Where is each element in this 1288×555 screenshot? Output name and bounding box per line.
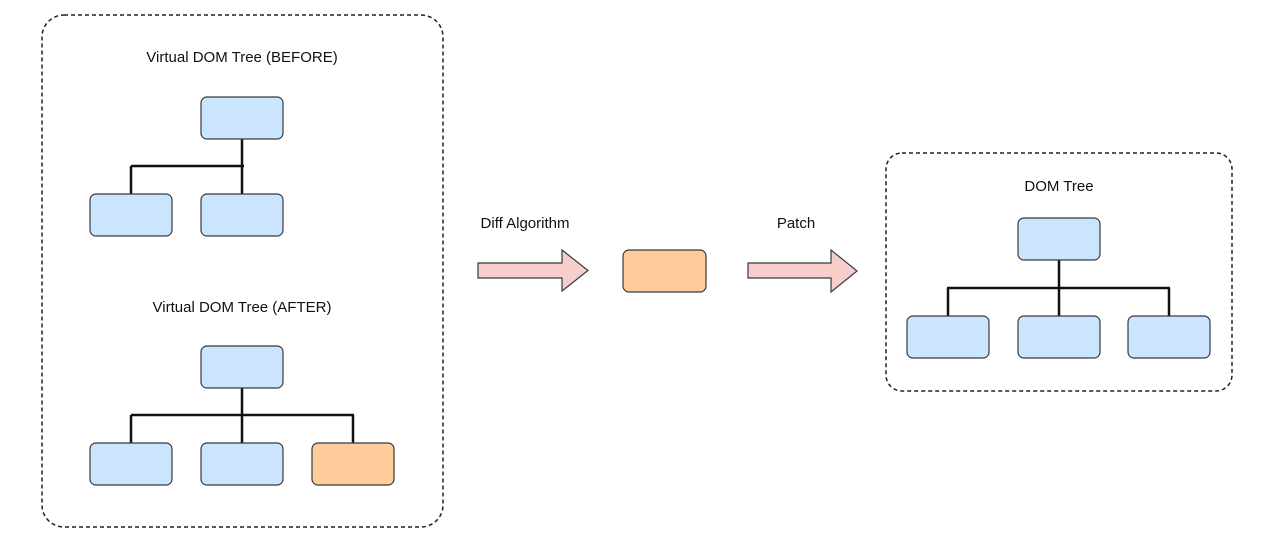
- diff-step: Diff Algorithm: [477, 215, 589, 293]
- before-root-node: [200, 96, 284, 140]
- before-child-node: [89, 193, 173, 237]
- after-child-node: [200, 442, 284, 486]
- patch-node: [622, 249, 707, 293]
- after-root-node: [200, 345, 284, 389]
- virtual-dom-after-tree: Virtual DOM Tree (AFTER): [89, 299, 395, 486]
- before-child-node: [200, 193, 284, 237]
- before-connectors: [129, 139, 244, 194]
- virtual-dom-container: [41, 14, 444, 528]
- dom-tree: DOM Tree: [906, 178, 1211, 359]
- dom-child-node: [906, 315, 990, 359]
- dom-connectors: [946, 260, 1171, 316]
- diff-arrow: [477, 248, 589, 293]
- patch-step: Patch: [747, 215, 858, 294]
- dom-root-node: [1017, 217, 1101, 261]
- dom-tree-container: [885, 152, 1233, 392]
- patch-label: Patch: [777, 215, 815, 232]
- virtual-dom-before-tree: Virtual DOM Tree (BEFORE): [89, 49, 338, 237]
- after-connectors: [129, 388, 355, 443]
- dom-child-node: [1017, 315, 1101, 359]
- after-child-node: [89, 442, 173, 486]
- virtual-dom-before-title: Virtual DOM Tree (BEFORE): [146, 49, 337, 66]
- dom-child-node: [1127, 315, 1211, 359]
- virtual-dom-after-title: Virtual DOM Tree (AFTER): [153, 299, 332, 316]
- patch-arrow: [747, 248, 858, 294]
- diff-algorithm-label: Diff Algorithm: [481, 215, 570, 232]
- dom-tree-title: DOM Tree: [1024, 178, 1093, 195]
- after-changed-node: [311, 442, 395, 486]
